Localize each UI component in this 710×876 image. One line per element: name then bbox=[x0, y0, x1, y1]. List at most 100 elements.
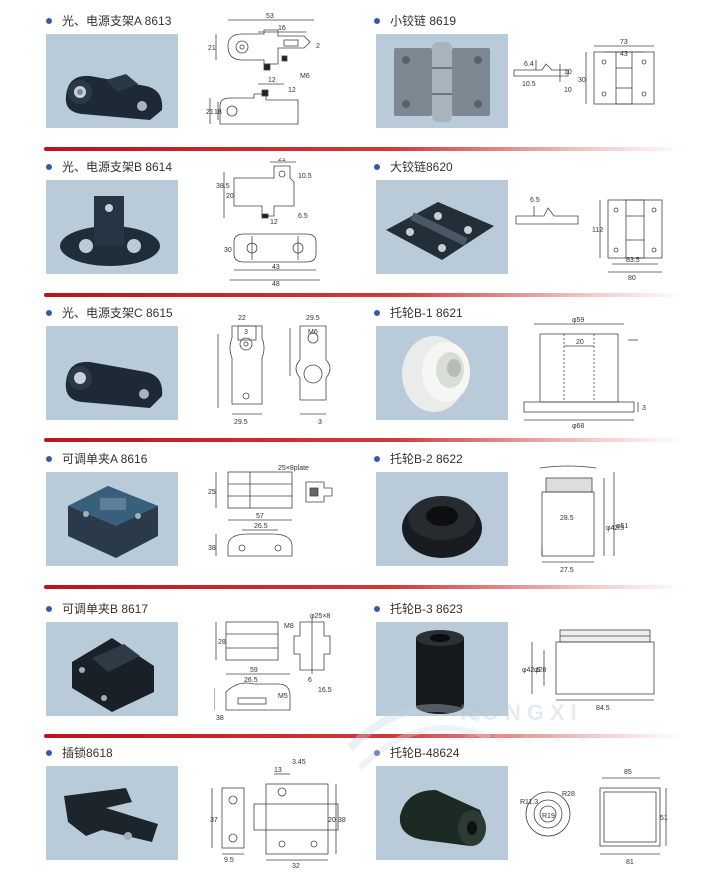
dim-label: 30 bbox=[224, 247, 232, 254]
product-title-text: 小铰链 8619 bbox=[390, 14, 457, 28]
product-title: 小铰链 8619 bbox=[374, 12, 456, 29]
dim-label: 84.5 bbox=[596, 705, 610, 712]
dim-label: 3 bbox=[244, 329, 248, 336]
clamp-photo-icon bbox=[46, 34, 178, 128]
dim-label: 16 bbox=[278, 25, 286, 32]
section-divider-1 bbox=[44, 147, 684, 151]
bullet-icon bbox=[46, 163, 52, 170]
dim-label: 25×8plate bbox=[278, 465, 309, 472]
product-title: 光、电源支架A 8613 bbox=[46, 12, 171, 29]
dim-label: 27.5 bbox=[560, 567, 574, 574]
product-title: 大铰链8620 bbox=[374, 158, 453, 175]
swoosh-logo-icon bbox=[347, 704, 492, 771]
technical-drawing: φ42.5 φ28 84.5 bbox=[520, 600, 674, 728]
dim-label: 6.4 bbox=[524, 61, 534, 68]
product-title-text: 光、电源支架C 8615 bbox=[62, 306, 173, 320]
bullet-icon bbox=[46, 17, 52, 24]
watermark-brand: RONGXI bbox=[460, 700, 583, 725]
product-photo bbox=[376, 622, 508, 716]
product-photo bbox=[376, 180, 508, 274]
dim-label: φ68 bbox=[572, 423, 584, 430]
dim-label: 20 bbox=[576, 339, 584, 346]
dim-label: 37 bbox=[210, 817, 218, 824]
product-photo bbox=[376, 766, 508, 860]
dim-label: 26.5 bbox=[254, 523, 268, 530]
dim-label: M5 bbox=[278, 693, 288, 700]
dim-label: 32 bbox=[292, 863, 300, 870]
dim-label: 20 bbox=[226, 193, 234, 200]
dim-label: M6 bbox=[308, 329, 318, 336]
dim-label: 43 bbox=[620, 51, 628, 58]
product-8618: 插锁8618 bbox=[46, 744, 346, 872]
technical-drawing: 3.45 13 37 20 32 38 9.5 bbox=[208, 744, 346, 870]
bracket-photo-icon bbox=[46, 180, 178, 274]
dim-label: 20 bbox=[328, 817, 336, 824]
dim-label: 112 bbox=[592, 227, 603, 234]
dim-label: 43 bbox=[272, 264, 280, 271]
bullet-icon bbox=[374, 17, 380, 24]
dim-label: R11.3 bbox=[520, 799, 538, 806]
dim-label: 10 bbox=[564, 87, 572, 94]
product-photo bbox=[46, 472, 178, 566]
dim-label: 21 bbox=[208, 45, 216, 52]
product-8616: 可调单夹A 8616 bbox=[46, 450, 346, 580]
dim-label: 83.5 bbox=[626, 257, 640, 264]
technical-drawing: 6.5 112 83.5 80 bbox=[512, 158, 672, 286]
dim-label: φ51 bbox=[616, 523, 628, 530]
watermark-subtitle: 荣 锦 流 谋 余 bbox=[465, 734, 599, 745]
technical-drawing: 85 R11.3 R28 R19 51 81 bbox=[520, 744, 674, 870]
dim-label: 16.5 bbox=[318, 687, 332, 694]
dim-label: M8 bbox=[284, 623, 294, 630]
product-8622: 托轮B-2 8622 28.5 φ bbox=[374, 450, 674, 580]
product-title: 托轮B-3 8623 bbox=[374, 600, 463, 617]
technical-drawing: M8 φ25×8 28 59 26.5 M5 38 6 16.5 bbox=[214, 600, 346, 728]
product-title-text: 插锁8618 bbox=[62, 746, 113, 760]
dim-label: 26.5 bbox=[244, 677, 258, 684]
product-8613: 光、电源支架A 8613 bbox=[46, 12, 346, 142]
clamp-photo-icon bbox=[46, 326, 178, 420]
product-title-text: 可调单夹A 8616 bbox=[62, 452, 148, 466]
dim-label: 53 bbox=[266, 13, 274, 20]
product-photo bbox=[46, 34, 178, 128]
dim-label: 12 bbox=[288, 87, 296, 94]
product-title: 光、电源支架B 8614 bbox=[46, 158, 172, 175]
large-hinge-photo-icon bbox=[376, 180, 508, 274]
product-8624: 托轮B-48624 85 bbox=[374, 744, 674, 872]
technical-drawing: 25×8plate 25 57 26.5 38 bbox=[206, 450, 346, 578]
product-title: 插锁8618 bbox=[46, 744, 113, 761]
dim-label: 6.5 bbox=[530, 197, 540, 204]
product-photo bbox=[376, 34, 508, 128]
dim-label: 6 bbox=[308, 677, 312, 684]
product-title-text: 可调单夹B 8617 bbox=[62, 602, 149, 616]
watermark: RONGXI 荣 锦 流 谋 余 bbox=[330, 678, 660, 798]
dim-label: 10.5 bbox=[522, 81, 536, 88]
bullet-icon bbox=[374, 163, 380, 170]
dim-label: 3.45 bbox=[292, 759, 306, 766]
dim-label: R19 bbox=[542, 813, 555, 820]
dim-label: 59 bbox=[250, 667, 258, 674]
product-photo bbox=[46, 326, 178, 420]
bullet-icon bbox=[46, 749, 52, 756]
dim-label: 10.5 bbox=[298, 173, 312, 180]
dim-label: 80 bbox=[628, 275, 636, 282]
product-title-text: 托轮B-1 8621 bbox=[390, 306, 463, 320]
product-title: 托轮B-2 8622 bbox=[374, 450, 463, 467]
product-title-text: 托轮B-48624 bbox=[390, 746, 460, 760]
dim-label: 6.5 bbox=[298, 213, 308, 220]
dim-label: 29.5 bbox=[306, 315, 320, 322]
section-divider-5 bbox=[44, 734, 684, 738]
dim-label: 22 bbox=[238, 315, 246, 322]
hinge-photo-icon bbox=[376, 34, 508, 128]
cylinder-roller-photo-icon bbox=[376, 622, 508, 716]
dim-label: 21 bbox=[278, 158, 286, 163]
product-title: 托轮B-1 8621 bbox=[374, 304, 463, 321]
product-8614: 光、电源支架B 8614 bbox=[46, 158, 346, 288]
dim-label: R28 bbox=[562, 791, 575, 798]
product-title-text: 托轮B-3 8623 bbox=[390, 602, 463, 616]
bullet-icon bbox=[46, 605, 52, 612]
dim-label: 38.5 bbox=[216, 183, 230, 190]
dim-label: 38 bbox=[208, 545, 216, 552]
technical-drawing: 22 3 29.5 M6 29.5 3 bbox=[208, 304, 346, 432]
dim-label: 28.5 bbox=[560, 515, 574, 522]
